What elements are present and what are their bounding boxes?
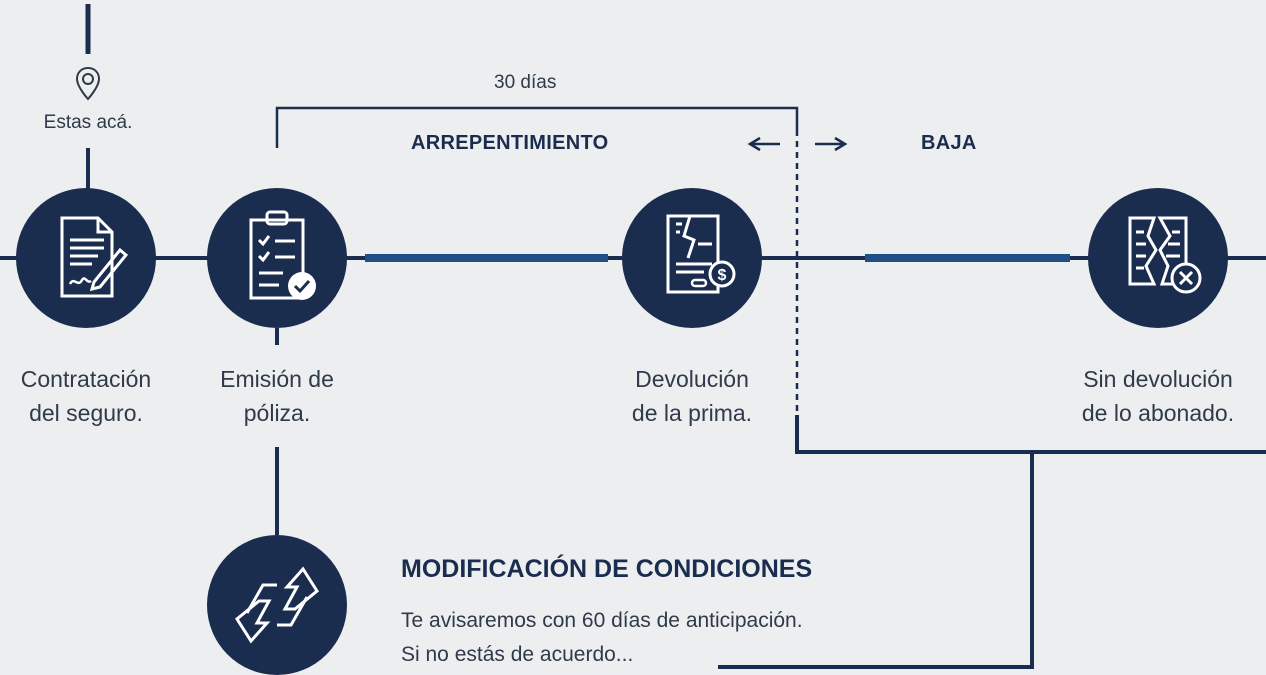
step-no-refund-circle [1088, 188, 1228, 328]
step-emission-circle [207, 188, 347, 328]
section-title-baja: BAJA [921, 132, 977, 154]
location-text: Estas acá. [43, 112, 133, 133]
step-label-emission: Emisión de póliza. [220, 366, 334, 426]
location-marker: Estas acá. [30, 62, 146, 142]
step-refund-circle: $ [622, 188, 762, 328]
section-title-arrepentimiento: ARREPENTIMIENTO [411, 132, 609, 154]
sync-arrows-icon [235, 566, 319, 644]
refund-document-icon: $ [666, 214, 736, 294]
right-arrow-icon [815, 136, 848, 152]
step-label-refund: Devolución de la prima. [631, 366, 753, 426]
modification-description: Te avisaremos con 60 días de anticipació… [401, 609, 803, 666]
step-label-no-refund: Sin devolución de lo abonado. [1081, 366, 1235, 426]
modification-title: MODIFICACIÓN DE CONDICIONES [401, 555, 813, 583]
period-label: 30 días [494, 72, 557, 93]
modification-circle [207, 535, 347, 675]
svg-text:$: $ [718, 267, 727, 284]
step-contract-circle [16, 188, 156, 328]
left-arrow-icon [747, 136, 780, 152]
clipboard-check-icon [249, 210, 316, 300]
location-pin-icon [75, 66, 101, 101]
torn-document-cancel-icon [1128, 216, 1202, 294]
contract-signature-icon [60, 216, 129, 298]
step-label-contract: Contratación del seguro. [20, 366, 152, 426]
